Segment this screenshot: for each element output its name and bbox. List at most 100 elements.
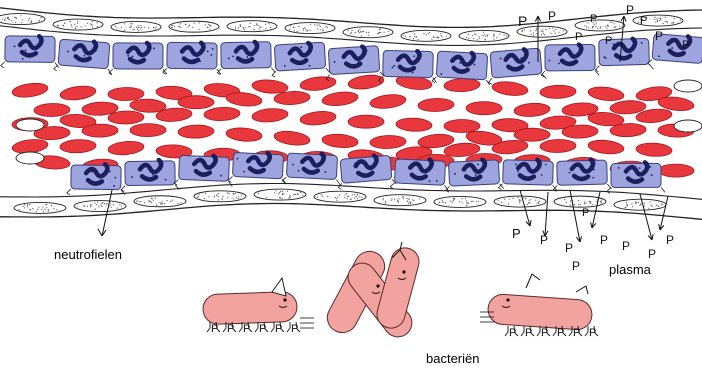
label-arrows [98, 190, 112, 236]
endothelial-cell [134, 196, 186, 207]
neutrophil-icon [163, 42, 221, 75]
neutrophil-icon [498, 159, 557, 192]
red-blood-cell [491, 80, 528, 97]
neutrophils-label: neutrofielen [54, 247, 122, 262]
bacterium-arms [526, 274, 588, 294]
red-blood-cell [299, 110, 336, 127]
neutrophil-icon [270, 42, 330, 77]
red-blood-cell [322, 133, 359, 149]
bacterium-eye [376, 284, 379, 287]
red-blood-cell [587, 85, 624, 102]
red-blood-cell [252, 107, 289, 123]
plasma-marker-icon: P [640, 15, 647, 27]
bacterium-eye [402, 270, 405, 273]
neutrophil-icon [217, 42, 276, 75]
neutrophil-icon [1, 36, 59, 69]
red-blood-cell [299, 75, 336, 92]
endothelial-cell [314, 191, 366, 202]
arrow-icon [98, 190, 112, 236]
red-blood-cell [396, 117, 433, 132]
red-blood-cell [418, 98, 454, 112]
red-blood-cell [658, 164, 694, 177]
plasma-marker-icon: P [211, 323, 218, 335]
bacterium-right [487, 293, 593, 330]
red-blood-cell [540, 139, 576, 153]
endothelial-cell [575, 20, 625, 31]
plasma-marker-icon: P [682, 39, 689, 51]
red-blood-cell [178, 96, 214, 109]
neutrophil-icon [54, 39, 114, 75]
endothelial-cell [74, 201, 126, 212]
red-blood-cell [444, 78, 481, 93]
plasma-marker-icon: P [541, 327, 548, 339]
red-blood-cell [321, 90, 358, 107]
red-blood-cell [444, 120, 480, 133]
plasma-marker-icon: P [648, 247, 656, 261]
neutrophil-icon [336, 154, 396, 190]
red-blood-cell [252, 79, 289, 95]
neutrophil-icon [553, 159, 612, 192]
plasma-marker-icon: P [573, 327, 580, 339]
neutrophil-icon [121, 160, 179, 192]
red-blood-cell [370, 135, 406, 149]
endothelial-cell [401, 30, 451, 41]
plasma-marker-icon: P [291, 323, 298, 335]
endothelial-cell [169, 21, 219, 32]
plasma-marker-icon: P [227, 323, 234, 335]
red-blood-cell [178, 125, 214, 139]
red-blood-cell [11, 81, 48, 99]
plasma-marker-icon: P [540, 233, 548, 247]
red-blood-cell [60, 139, 97, 154]
neutrophil-icon [282, 152, 341, 186]
plasma-marker-icon: P [589, 327, 596, 339]
plasma-marker-icon: P [509, 327, 516, 339]
endothelial-cell [614, 199, 666, 210]
red-blood-cell [514, 102, 551, 117]
endothelial-cell [53, 19, 103, 30]
plasma-marker-icon: P [275, 323, 282, 335]
red-blood-cell [369, 93, 406, 110]
neutrophil-icon [67, 164, 125, 196]
neutrophil-icon [607, 162, 665, 193]
neutrophil-icon [541, 44, 599, 77]
red-blood-cell [514, 128, 550, 141]
bacteria-label: bacteriën [426, 351, 479, 366]
plasma-marker-icon: P [590, 13, 597, 25]
plasma-marker-icon: P [572, 259, 580, 273]
plasma-marker-icon: P [512, 226, 521, 241]
red-blood-cell [540, 85, 576, 99]
neutrophil-icon [444, 159, 503, 193]
red-blood-cell [225, 127, 262, 143]
bacterium-eye [283, 298, 286, 301]
arrow-icon [543, 192, 548, 236]
endothelial-cell [374, 195, 426, 206]
red-blood-cell [59, 84, 96, 102]
arrow-icon [520, 190, 531, 226]
plasma-marker-icon: P [259, 323, 266, 335]
endothelial-cell [0, 14, 45, 25]
neutrophil-icon [228, 151, 287, 185]
red-blood-cell [108, 87, 144, 101]
plasma-marker-icon: P [622, 239, 630, 253]
endothelial-cell [227, 21, 277, 32]
plasma-marker-icon: P [666, 233, 674, 247]
endothelial-cell [494, 196, 546, 207]
endothelial-cell [194, 191, 246, 202]
endothelial-cell [111, 21, 161, 32]
red-blood-cell [34, 103, 70, 117]
plasma-marker-icon: P [525, 327, 532, 339]
white-cell [674, 80, 702, 92]
plasma-marker-icon: P [565, 241, 573, 255]
endothelial-cell [459, 30, 509, 41]
plasma-marker-icon: P [655, 29, 663, 43]
neutrophil-icon [109, 43, 167, 75]
plasma-marker-icon: P [605, 35, 612, 47]
red-blood-cell [636, 142, 673, 157]
bacterium-left [203, 291, 298, 324]
endothelial-cell [14, 202, 66, 213]
red-blood-cell [82, 124, 118, 138]
neutrophil-icon [486, 48, 546, 85]
